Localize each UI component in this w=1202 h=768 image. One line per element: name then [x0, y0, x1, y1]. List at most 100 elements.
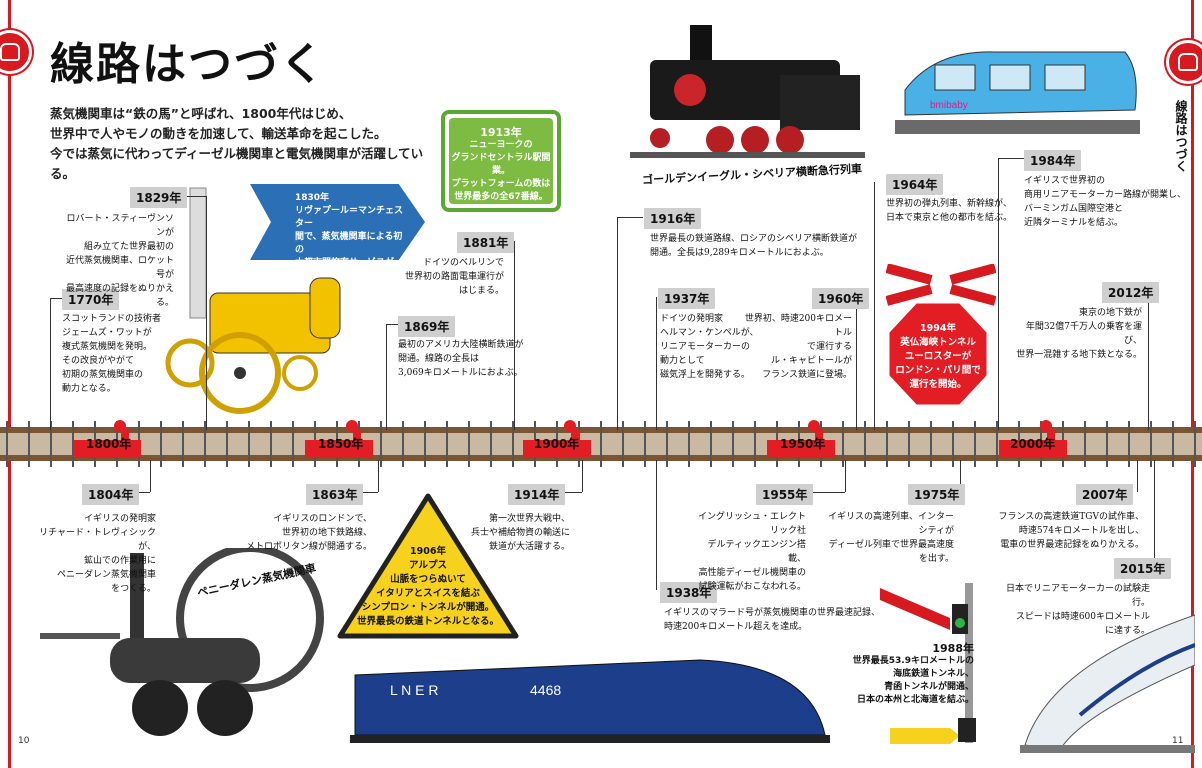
year-label-1994: 1994年 [920, 323, 956, 334]
track-tie [842, 421, 844, 467]
track-tie [1084, 421, 1086, 467]
signal-illustration [880, 583, 976, 744]
train-badge-right [1166, 40, 1202, 84]
year-label-1988: 1988年 [932, 642, 974, 655]
track-tie [754, 421, 756, 467]
intro-line: 世界中で人やモノの動きを加速して、輸送革命を起こした。 [50, 126, 387, 141]
year-label-1916: 1916年 [644, 208, 702, 229]
year-label-1914: 1914年 [508, 484, 566, 505]
track-tie [1128, 421, 1130, 467]
page-number-left: 10 [18, 736, 30, 746]
maglev-bmi-illustration: bmibaby [895, 51, 1140, 134]
connector [514, 241, 515, 430]
decade-loco-2000 [999, 420, 1067, 458]
year-label-1984: 1984年 [1024, 150, 1082, 171]
track-tie [160, 421, 162, 467]
track-tie [50, 421, 52, 467]
penydarren-illustration [40, 548, 324, 736]
event-1975-text: イギリスの高速列車、インターシティがディーゼル列車で世界最高速度を出す。 [827, 512, 954, 564]
siberia-express-illustration [630, 25, 865, 158]
event-1906-warning-sign [337, 493, 519, 639]
connector [556, 492, 582, 493]
rocket-locomotive-illustration [165, 187, 341, 414]
connector [386, 324, 387, 430]
event-1881-text: ドイツのベルリンで世界初の路面電車運行がはじまる。 [404, 258, 504, 296]
decade-label: 1900年 [534, 437, 580, 451]
track-tie [908, 421, 910, 467]
connector [1154, 460, 1155, 566]
track-tie [1194, 421, 1196, 467]
year-label-1937: 1937年 [658, 288, 716, 309]
track-tie [600, 421, 602, 467]
track-tie [974, 421, 976, 467]
event-1937-text: ドイツの発明家ヘルマン・ケンペルが、リニアモーターカーの動力として磁気浮上を開発… [660, 314, 759, 380]
event-1938-text: イギリスのマラード号が蒸気機関車の世界最速記録、時速200キロメートル超えを達成… [664, 608, 881, 632]
connector [50, 298, 64, 299]
connector [656, 460, 657, 590]
connector [617, 217, 643, 218]
track-tie [1106, 421, 1108, 467]
track-tie [886, 421, 888, 467]
track-tie [732, 421, 734, 467]
page-number-right: 11 [1172, 736, 1184, 746]
decade-label: 1950年 [780, 437, 826, 451]
connector [356, 492, 378, 493]
track-tie [512, 421, 514, 467]
event-1994-text: 1994年 英仏海峡トンネルユーロスターがロンドン・パリ間で運行を開始。 [886, 322, 990, 392]
connector [1148, 290, 1149, 430]
connector [856, 297, 857, 430]
event-1984-text: イギリスで世界初の商用リニアモーターカー路線が開業し、バーミンガム国際空港と近隣… [1024, 176, 1187, 228]
right-edge-line [1191, 0, 1194, 768]
connector [845, 460, 846, 492]
scmaglev-illustration [1020, 614, 1195, 753]
connector [656, 297, 657, 430]
track-tie [1150, 421, 1152, 467]
intro-line: 今では蒸気に代わってディーゼル機関車と電気機関車が活躍している。 [50, 146, 424, 181]
connector [130, 492, 150, 493]
event-1994-stop-sign [886, 300, 990, 408]
track-tie [270, 421, 272, 467]
track-tie [424, 421, 426, 467]
train-icon [1178, 53, 1198, 71]
year-label-1975: 1975年 [908, 484, 966, 505]
year-label-1964: 1964年 [886, 174, 944, 195]
event-1804-text: イギリスの発明家リチャード・トレヴィシックが、鉱山での作業用にペニーダレン蒸気機… [39, 514, 156, 594]
track-tie [864, 421, 866, 467]
connector [998, 158, 999, 430]
track-tie [6, 421, 8, 467]
year-label-1906: 1906年 [410, 546, 446, 557]
connector [206, 196, 207, 430]
intro-line: 蒸気機関車は“鉄の馬”と呼ばれ、1800年代はじめ、 [50, 106, 352, 121]
track-tie [402, 421, 404, 467]
year-label-2012: 2012年 [1102, 282, 1160, 303]
connector [50, 298, 51, 430]
year-label-1804: 1804年 [82, 484, 140, 505]
connector [998, 158, 1024, 159]
event-1955-text: イングリッシュ・エレクトリック社デルティックエンジン搭載、高性能ディーゼル機関車… [697, 512, 806, 592]
event-1906-text: 1906年 アルプス山脈をつらぬいてイタリアとスイスを結ぶシンプロン・トンネルが… [336, 545, 520, 629]
connector [874, 182, 875, 430]
track-tie [182, 421, 184, 467]
track-tie [226, 421, 228, 467]
left-edge-line [8, 0, 11, 768]
decade-loco-1950 [767, 420, 835, 458]
decade-loco-1850 [305, 420, 373, 458]
track-tie [204, 421, 206, 467]
track-tie [710, 421, 712, 467]
lner-number: 4468 [530, 682, 561, 698]
event-1830-arrow-box: 1830年 リヴァプール＝マンチェスター間で、蒸気機関車による初の大都市間旅客サ… [250, 184, 425, 260]
event-1964-text: 世界初の弾丸列車、新幹線が、日本で東京と他の都市を結ぶ。 [886, 199, 1013, 223]
track-tie [688, 421, 690, 467]
year-label-2015: 2015年 [1114, 558, 1172, 579]
event-1988-text: 1988年 世界最長53.9キロメートルの海底鉄道トンネル、青函トンネルが開通、… [850, 642, 974, 707]
track-tie [292, 421, 294, 467]
event-1914-text: 第一次世界大戦中、兵士や補給物資の輸送に鉄道が大活躍する。 [470, 514, 570, 552]
connector [617, 217, 618, 430]
decade-label: 1850年 [318, 437, 364, 451]
connector [800, 492, 845, 493]
side-caption: 線路はつづく [1174, 100, 1188, 172]
event-2015-text: 日本でリニアモーターカーの試験走行。スピードは時速600キロメートルに達する。 [1005, 584, 1150, 636]
track-tie [28, 421, 30, 467]
train-badge-left [0, 30, 32, 74]
connector [960, 460, 961, 492]
